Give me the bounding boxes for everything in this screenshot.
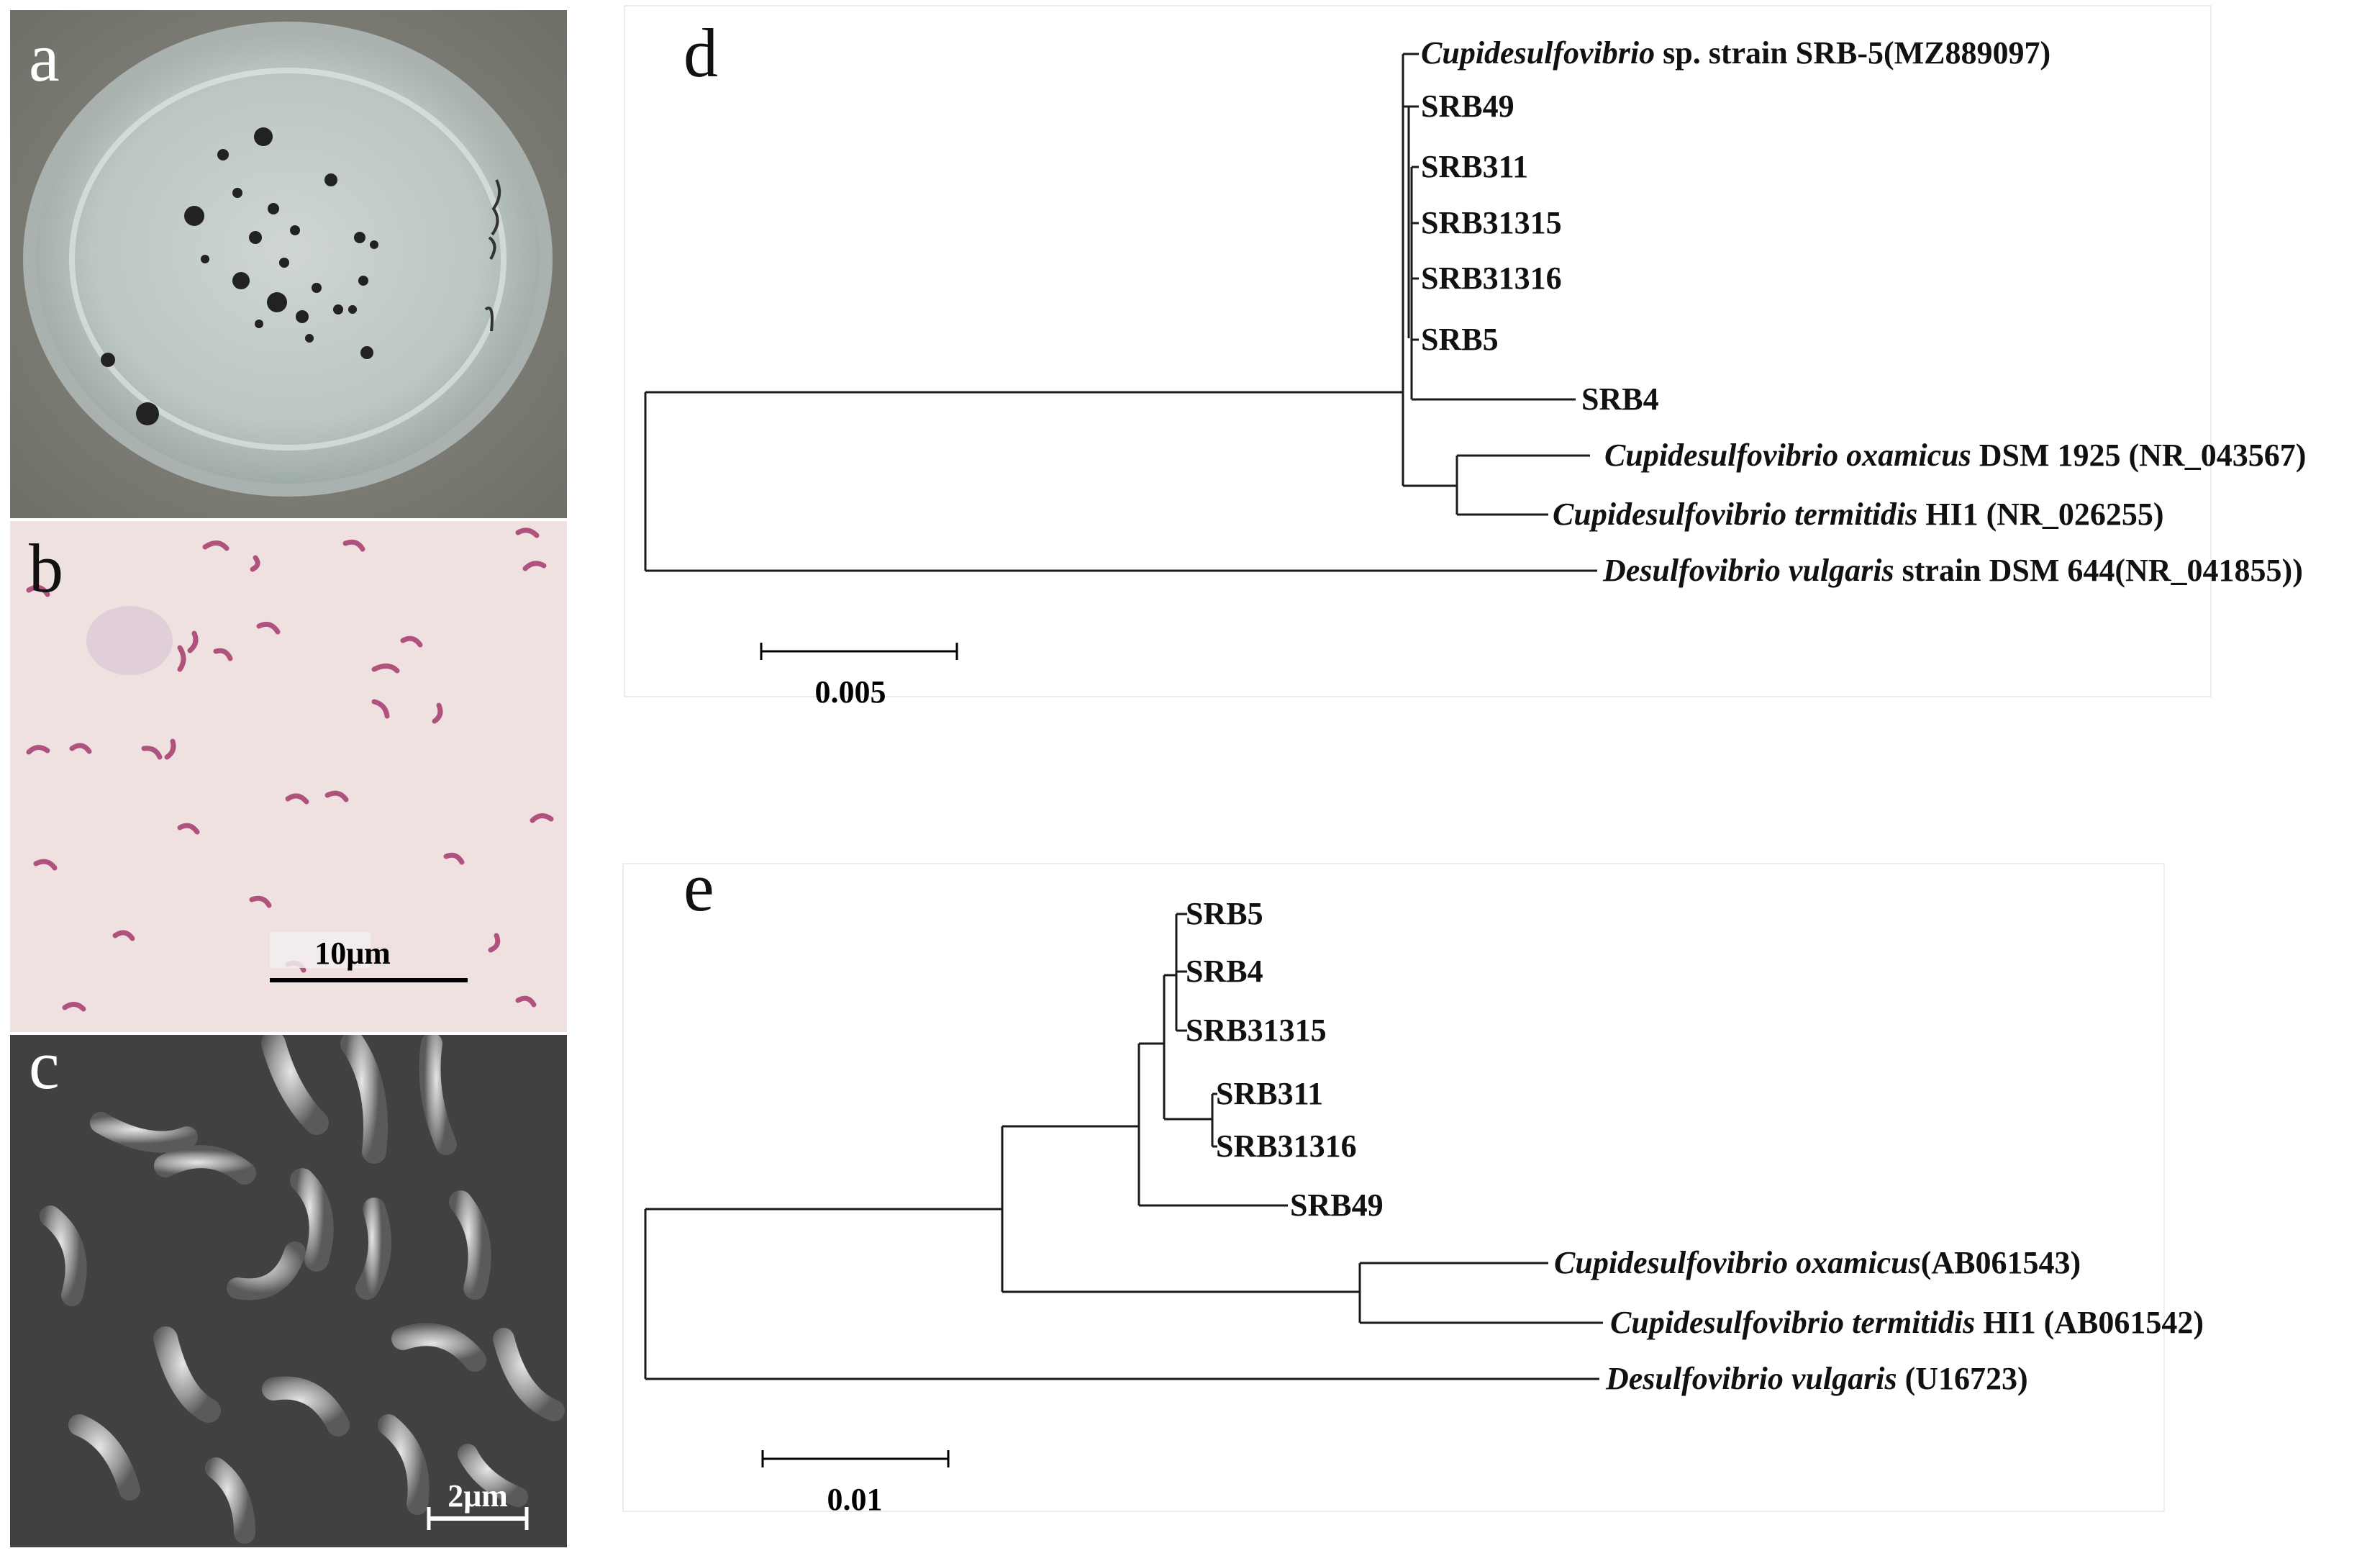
tree-d-leaf-labels: Cupidesulfovibrio sp. strain SRB-5(MZ889…	[1421, 35, 2306, 588]
tree-d-leaf-label: SRB31315	[1421, 205, 1562, 240]
panel-b-scale-label: 10μm	[314, 936, 391, 971]
tree-e-leaf-label: Desulfovibrio vulgaris (U16723)	[1605, 1361, 2028, 1396]
panel-d-phylogenetic-tree: d Cupidesulfovibrio sp. strain SRB-5(MZ8…	[624, 5, 2306, 710]
tree-d-leaf-label: SRB5	[1421, 322, 1499, 357]
tree-e-leaf-label: Cupidesulfovibrio oxamicus(AB061543)	[1554, 1245, 2081, 1280]
panel-b-gram-stain-micrograph	[10, 521, 567, 1032]
tree-d-leaf-label: SRB311	[1421, 149, 1528, 184]
tree-e-leaf-label: Cupidesulfovibrio termitidis HI1 (AB0615…	[1610, 1305, 2204, 1340]
cells	[26, 528, 554, 1012]
panel-a-petri-dish-photo	[10, 10, 567, 518]
tree-d-leaf-label: SRB49	[1421, 89, 1514, 124]
tree-d-leaf-label: Desulfovibrio vulgaris strain DSM 644(NR…	[1602, 553, 2303, 588]
panel-d-letter: d	[683, 14, 718, 91]
tree-e-leaf-label: SRB4	[1186, 954, 1263, 989]
panel-e-letter: e	[683, 849, 714, 926]
panel-a-letter: a	[29, 19, 60, 96]
tree-e-scale-label: 0.01	[827, 1482, 883, 1517]
tree-d-leaf-label: Cupidesulfovibrio termitidis HI1 (NR_026…	[1553, 497, 2163, 532]
tree-d-scale-label: 0.005	[815, 674, 886, 710]
tree-e-branches	[644, 913, 1603, 1380]
tree-e-leaf-labels: SRB5SRB4SRB31315SRB311SRB31316SRB49Cupid…	[1186, 896, 2204, 1396]
panel-c-sem-micrograph	[10, 1035, 567, 1547]
tree-d-leaf-label: Cupidesulfovibrio oxamicus DSM 1925 (NR_…	[1604, 438, 2306, 473]
dish-handwriting	[484, 179, 501, 332]
tree-e-leaf-label: SRB311	[1216, 1076, 1323, 1111]
tree-d-leaf-label: Cupidesulfovibrio sp. strain SRB-5(MZ889…	[1421, 35, 2050, 71]
panel-c-scale-label: 2μm	[448, 1478, 508, 1514]
sem-rods	[40, 1035, 565, 1544]
colonies	[101, 127, 378, 425]
tree-d-branches	[644, 53, 1597, 572]
tree-e-leaf-label: SRB31315	[1186, 1013, 1327, 1048]
tree-e-leaf-label: SRB5	[1186, 896, 1263, 931]
tree-d-leaf-label: SRB4	[1581, 381, 1659, 417]
tree-e-leaf-label: SRB31316	[1216, 1128, 1357, 1164]
panel-c-letter: c	[29, 1026, 60, 1103]
tree-d-leaf-label: SRB31316	[1421, 261, 1562, 296]
panel-b-letter: b	[29, 530, 63, 607]
tree-e-leaf-label: SRB49	[1290, 1187, 1384, 1223]
